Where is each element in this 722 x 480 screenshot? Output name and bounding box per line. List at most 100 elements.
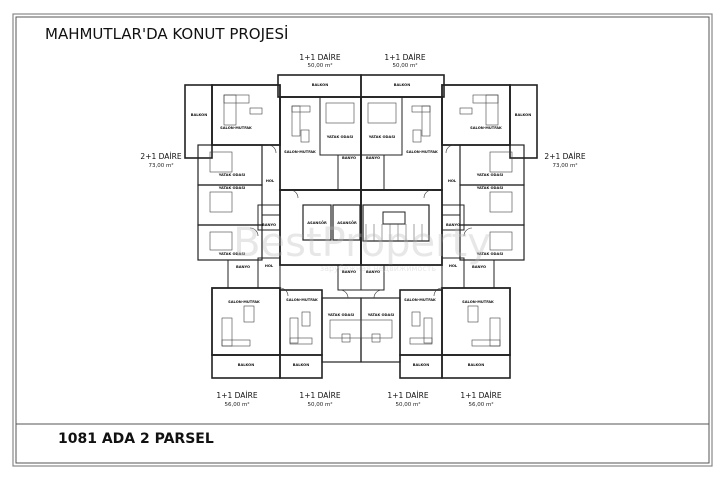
room-label: BALKON: [413, 363, 430, 367]
furniture: [325, 102, 355, 124]
room-label: YATAK ODASI: [326, 135, 354, 139]
unit-label-bottom-3: 1+1 DAİRE 50,00 m²: [387, 391, 428, 408]
unit-type: 1+1 DAİRE: [299, 391, 340, 400]
wall: [399, 354, 443, 379]
furniture: [300, 129, 310, 143]
unit-area: 73,00 m²: [552, 162, 577, 169]
furniture: [467, 305, 479, 323]
furniture: [221, 317, 233, 347]
furniture: [459, 107, 473, 115]
room-label: YATAK ODASI: [367, 313, 395, 317]
unit-type: 1+1 DAİRE: [387, 391, 428, 400]
room-label: BANYO: [236, 265, 250, 269]
unit-label-side-right: 2+1 DAİRE 73,00 m²: [544, 152, 585, 169]
wall: [441, 144, 461, 216]
elevator-label: ASANSÖR: [307, 220, 327, 225]
unit-area: 73,00 m²: [148, 162, 173, 169]
furniture: [223, 94, 237, 126]
unit-type: 2+1 DAİRE: [544, 152, 585, 161]
unit-area: 50,00 m²: [392, 62, 417, 69]
elevator-label: ASANSÖR: [337, 220, 357, 225]
furniture: [223, 94, 250, 104]
room-label: BANYO: [446, 223, 460, 227]
stair-landing: [382, 211, 406, 225]
unit-type: 1+1 DAİRE: [216, 391, 257, 400]
door-swing: [445, 144, 455, 154]
door-swing: [289, 189, 299, 199]
wall: [197, 144, 263, 186]
outer-frame: [12, 13, 713, 467]
room-labels: BALKON BALKON SALON-MUTFAK SALON-MUTFAK YATA…: [191, 83, 532, 367]
unit-area: 56,00 m²: [468, 401, 493, 408]
room-label: SALON-MUTFAK: [470, 126, 502, 130]
door-swing: [463, 227, 473, 237]
unit-label-side-left: 2+1 DAİRE 73,00 m²: [140, 152, 181, 169]
door-swing: [249, 227, 259, 237]
furniture: [367, 102, 397, 124]
furniture: [423, 317, 433, 344]
watermark-brand: BestProperty: [233, 220, 491, 266]
wall: [360, 297, 401, 363]
unit-label-bottom-1: 1+1 DAİRE 56,00 m²: [216, 391, 257, 408]
unit-type: 2+1 DAİRE: [140, 152, 181, 161]
furniture: [243, 305, 255, 323]
furniture: [489, 317, 501, 347]
wall: [279, 354, 323, 379]
room-label: YATAK ODASI: [218, 186, 246, 190]
room-label: BALKON: [238, 363, 255, 367]
furniture: [289, 337, 313, 345]
unit-area: 50,00 m²: [395, 401, 420, 408]
wall: [197, 184, 263, 226]
room-label: YATAK ODASI: [476, 252, 504, 256]
furniture: [291, 105, 311, 113]
wall: [360, 154, 385, 191]
room-label: BALKON: [468, 363, 485, 367]
room-label: BANYO: [262, 223, 276, 227]
furniture: [485, 94, 499, 126]
furniture: [329, 319, 362, 339]
room-label: BALKON: [312, 83, 329, 87]
furniture: [411, 105, 431, 113]
furniture: [471, 339, 501, 347]
door-swing: [339, 289, 349, 299]
room-label: YATAK ODASI: [476, 173, 504, 177]
wall: [459, 144, 525, 186]
room-label: HOL: [449, 264, 458, 268]
door-swing: [279, 287, 289, 297]
inner-frame: [15, 16, 710, 464]
furniture: [209, 151, 233, 173]
unit-area: 50,00 m²: [307, 401, 332, 408]
room-label: BALKON: [515, 113, 532, 117]
room-label: SALON-MUTFAK: [462, 300, 494, 304]
furniture: [489, 191, 513, 213]
furniture: [209, 191, 233, 213]
furniture: [412, 129, 422, 143]
unit-label-top-right: 1+1 DAİRE 50,00 m²: [384, 53, 425, 69]
room-label: HOL: [265, 264, 274, 268]
furniture: [489, 151, 513, 173]
elevator-shaft: [332, 204, 361, 241]
room-label: YATAK ODASI: [476, 186, 504, 190]
room-label: SALON-MUTFAK: [228, 300, 260, 304]
furniture: [301, 311, 311, 327]
furniture: [371, 333, 381, 343]
door-swing: [373, 289, 383, 299]
room-label: BANYO: [342, 156, 356, 160]
unit-label-top-left: 1+1 DAİRE 50,00 m²: [299, 53, 340, 69]
furniture: [489, 231, 513, 251]
furniture: [291, 105, 301, 137]
wall: [321, 297, 362, 363]
wall: [261, 144, 281, 216]
door-swing: [267, 144, 277, 154]
room-label: BALKON: [394, 83, 411, 87]
wall: [360, 189, 443, 266]
room-label: SALON-MUTFAK: [286, 298, 318, 302]
unit-label-bottom-4: 1+1 DAİRE 56,00 m²: [460, 391, 501, 408]
furniture: [421, 105, 431, 137]
furniture: [249, 107, 263, 115]
furniture: [409, 337, 433, 345]
building-walls: [184, 74, 538, 379]
wall: [211, 84, 281, 146]
room-label: BALKON: [191, 113, 208, 117]
